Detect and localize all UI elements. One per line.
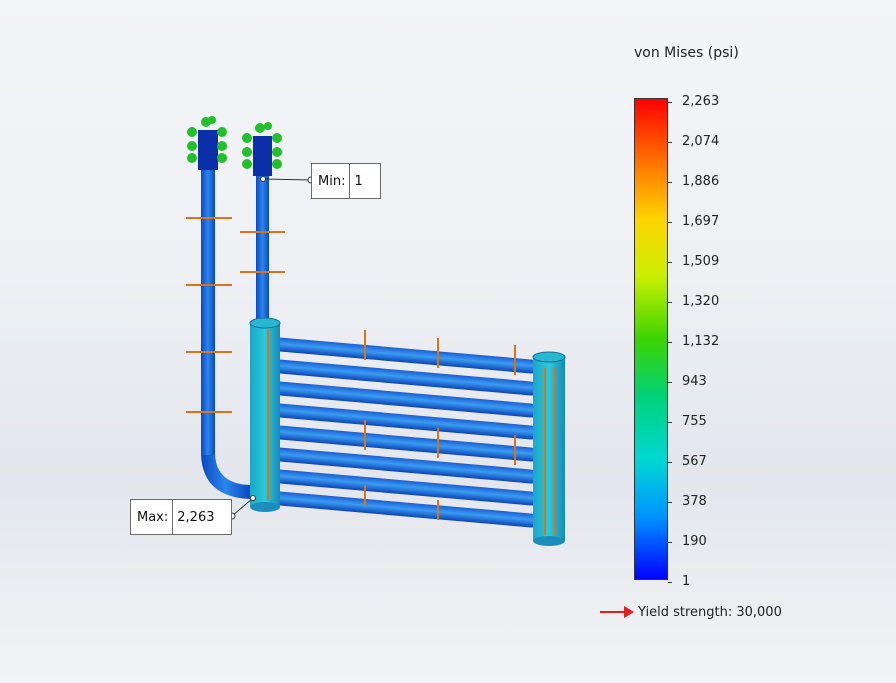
legend-tick-label: 1,886 [682, 174, 720, 189]
legend-tick-mark [668, 462, 672, 463]
legend-title: von Mises (psi) [634, 45, 739, 61]
fixture-icon [187, 116, 282, 169]
max-callout[interactable]: Max: 2,263 [130, 499, 233, 535]
legend-tick-mark [668, 182, 672, 183]
right-arrow-icon [600, 606, 634, 618]
legend-tick-mark [668, 542, 672, 543]
max-value: 2,263 [177, 509, 215, 525]
legend-tick-mark [668, 382, 672, 383]
min-value: 1 [354, 173, 363, 189]
load-arrow-icons [186, 217, 556, 535]
legend-tick-mark [668, 222, 672, 223]
legend-tick-mark [668, 102, 672, 103]
legend-tick-label: 755 [682, 414, 707, 429]
min-label: Min: [312, 164, 351, 198]
tube-bank [270, 337, 538, 528]
legend-tick-mark [668, 582, 672, 583]
legend-tick-label: 2,074 [682, 134, 720, 149]
callout-leaders [228, 176, 315, 520]
legend-tick-label: 1 [682, 574, 691, 589]
left-riser-pipe [198, 130, 250, 499]
yield-strength-indicator: Yield strength: 30,000 [600, 604, 782, 620]
legend-tick-mark [668, 262, 672, 263]
right-header [532, 351, 566, 546]
right-riser-pipe [253, 136, 272, 320]
legend-tick-label: 943 [682, 374, 707, 389]
legend-tick-label: 2,263 [682, 94, 720, 109]
legend-tick-mark [668, 422, 672, 423]
legend-tick-label: 1,320 [682, 294, 720, 309]
legend-tick-mark [668, 142, 672, 143]
legend-tick-label: 1,697 [682, 214, 720, 229]
yield-strength-label: Yield strength: 30,000 [638, 604, 782, 620]
legend-tick-label: 1,132 [682, 334, 720, 349]
legend-tick-mark [668, 302, 672, 303]
legend-tick-mark [668, 342, 672, 343]
legend-tick-label: 378 [682, 494, 707, 509]
legend-tick-label: 567 [682, 454, 707, 469]
max-label: Max: [131, 500, 174, 534]
left-header [249, 317, 281, 512]
legend-tick-label: 190 [682, 534, 707, 549]
legend-tick-mark [668, 502, 672, 503]
stress-colorbar[interactable] [634, 98, 668, 580]
legend-tick-label: 1,509 [682, 254, 720, 269]
min-callout[interactable]: Min: 1 [311, 163, 382, 199]
